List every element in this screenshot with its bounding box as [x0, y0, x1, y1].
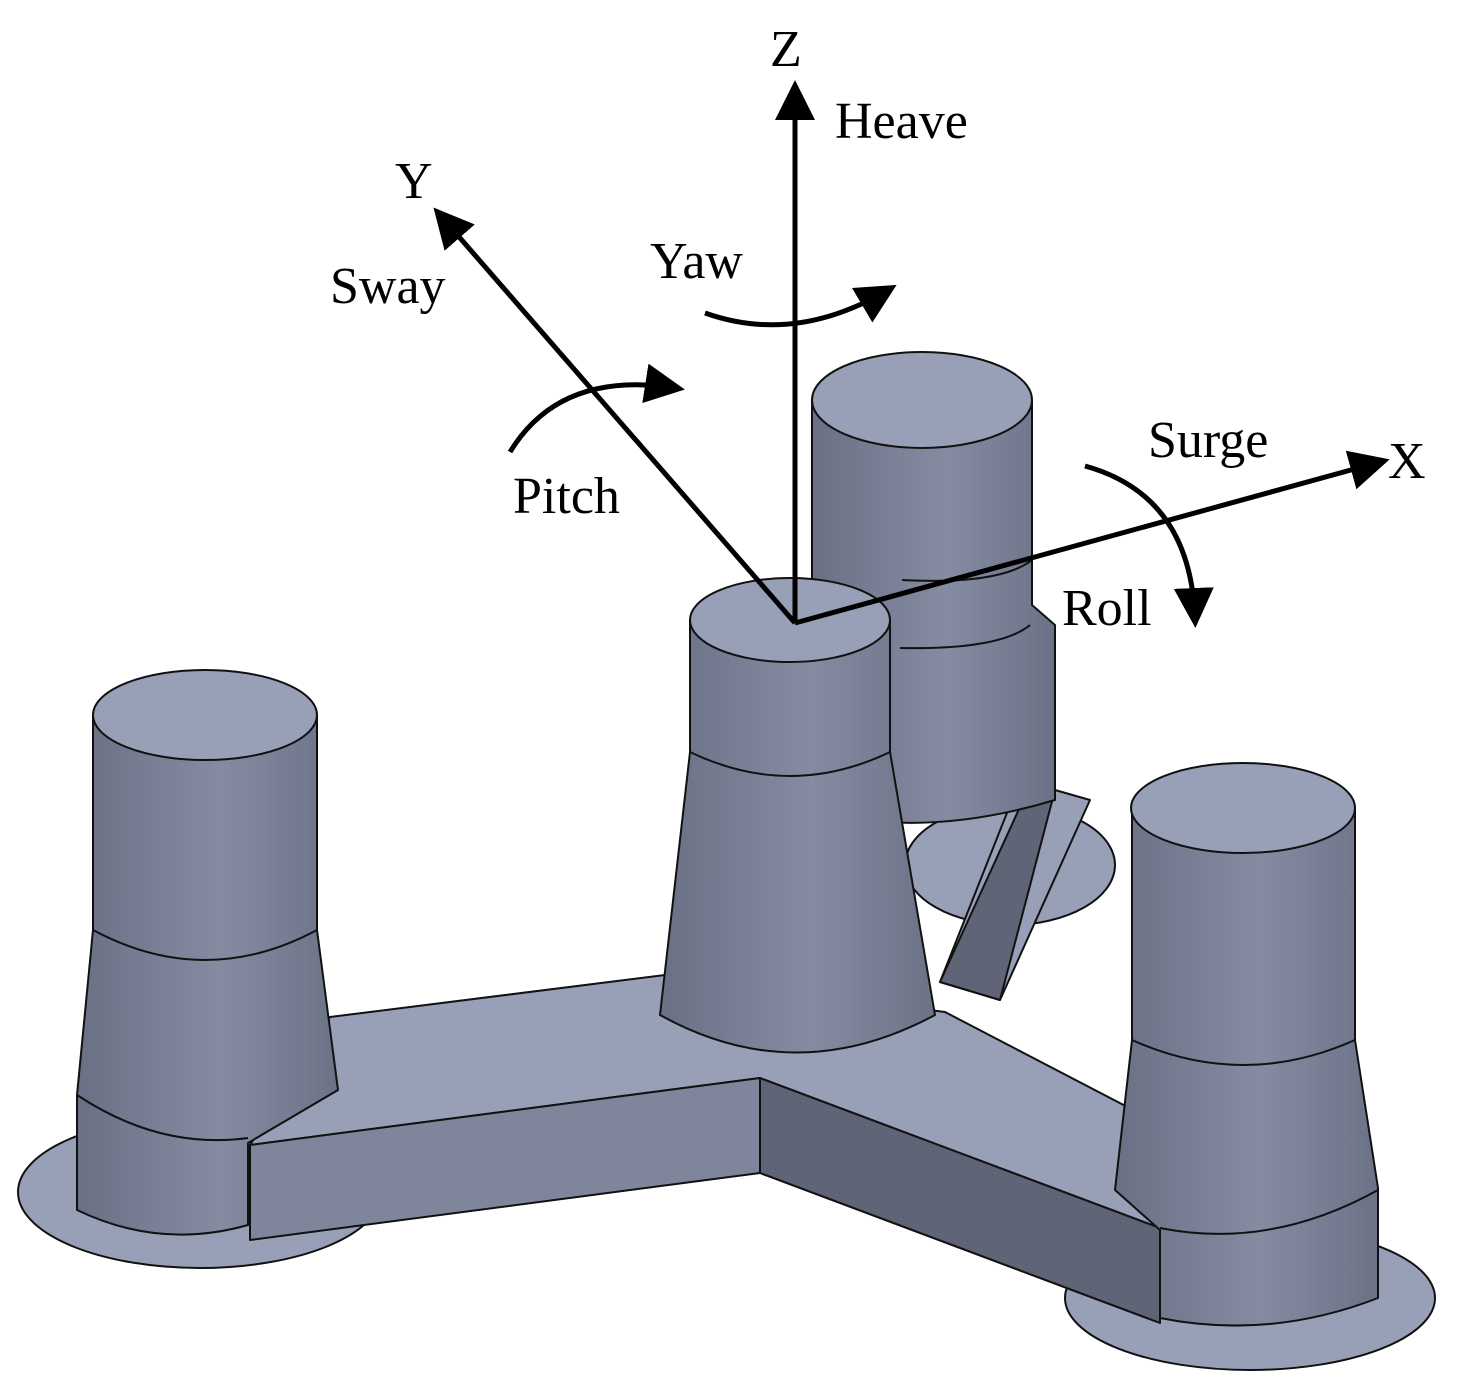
rotation-arrows — [507, 284, 1214, 628]
x-axis-arrow — [794, 450, 1390, 626]
sway-label: Sway — [330, 258, 446, 315]
labels: Z Heave Y Sway Yaw Pitch Surge X Roll — [330, 21, 1426, 637]
pontoon-right-side — [759, 1077, 1161, 1324]
heave-label: Heave — [835, 93, 968, 150]
column-left — [76, 669, 339, 1236]
y-axis-arrow — [433, 207, 797, 625]
yaw-label: Yaw — [650, 233, 743, 290]
z-axis-label: Z — [770, 21, 802, 78]
roll-label: Roll — [1062, 580, 1152, 637]
pitch-label: Pitch — [513, 468, 620, 525]
roll-rotation-arrow — [1084, 463, 1214, 628]
surge-label: Surge — [1148, 412, 1268, 469]
x-axis-label: X — [1388, 433, 1426, 490]
yaw-rotation-arrow — [704, 284, 897, 328]
coordinate-axes — [433, 80, 1390, 626]
column-right — [1114, 762, 1379, 1327]
pitch-rotation-arrow — [507, 363, 685, 454]
y-axis-label: Y — [395, 153, 433, 210]
